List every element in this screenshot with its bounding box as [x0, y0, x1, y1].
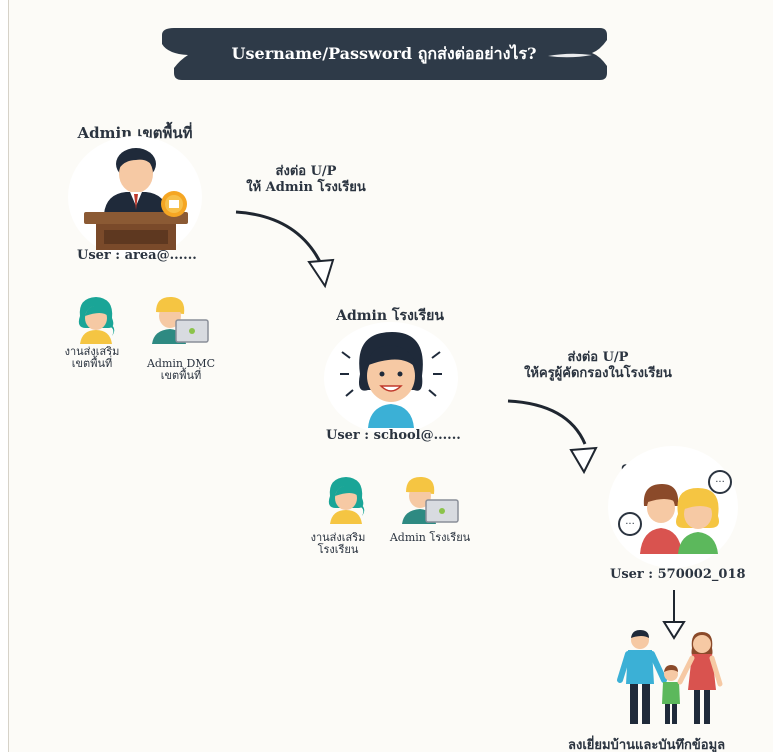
step1-line1: ส่งต่อ U/P: [275, 164, 337, 179]
school-promotion-staff-icon: [328, 477, 365, 524]
family-icon: [617, 630, 723, 724]
arrow-school-to-screener: [507, 399, 587, 445]
step1-line2: ให้ Admin โรงเรียน: [246, 180, 366, 195]
svg-text:···: ···: [625, 519, 635, 530]
banner-title: Username/Password ถูกส่งต่ออย่างไร?: [231, 43, 537, 63]
step2-annotation: ส่งต่อ U/P ให้ครูผู้คัดกรองในโรงเรียน: [488, 350, 708, 382]
step2-line2: ให้ครูผู้คัดกรองในโรงเรียน: [524, 366, 672, 381]
banner-shape: [162, 28, 607, 80]
title-banner: Username/Password ถูกส่งต่ออย่างไร?: [160, 26, 608, 82]
school-admin-label: Admin โรงเรียน: [336, 308, 444, 324]
lecturer-icon: [84, 148, 188, 250]
arrowhead-2: [569, 446, 598, 475]
step2-line1: ส่งต่อ U/P: [567, 350, 629, 365]
dmc-admin-icon: [152, 296, 209, 344]
step1-annotation: ส่งต่อ U/P ให้ Admin โรงเรียน: [216, 164, 396, 196]
final-label: ลงเยี่ยมบ้านและบันทึกข้อมูล: [568, 738, 726, 752]
svg-text:···: ···: [715, 477, 725, 488]
school-subrole-promotion: งานส่งเสริม โรงเรียน: [310, 531, 366, 556]
screener-user: User : 570002_018: [610, 567, 746, 582]
arrowhead-1: [307, 258, 335, 289]
area-subrole-dmc: Admin DMC เขตพื้นที่: [146, 357, 215, 382]
arrow-area-to-school: [235, 210, 325, 269]
school-subrole-admin: Admin โรงเรียน: [389, 531, 471, 544]
area-subrole-promotion: งานส่งเสริม เขตพื้นที่: [64, 345, 120, 370]
arrowhead-3: [662, 621, 686, 640]
school-admin-avatar-icon: [340, 332, 442, 428]
school-admin-user: User : school@......: [326, 428, 461, 443]
area-admin-label: Admin เขตพื้นที่: [77, 124, 193, 142]
area-admin-user: User : area@......: [77, 248, 197, 263]
teachers-talking-icon: ··· ···: [618, 470, 732, 554]
promotion-staff-icon: [78, 297, 115, 344]
school-admin-computer-icon: [402, 476, 459, 524]
